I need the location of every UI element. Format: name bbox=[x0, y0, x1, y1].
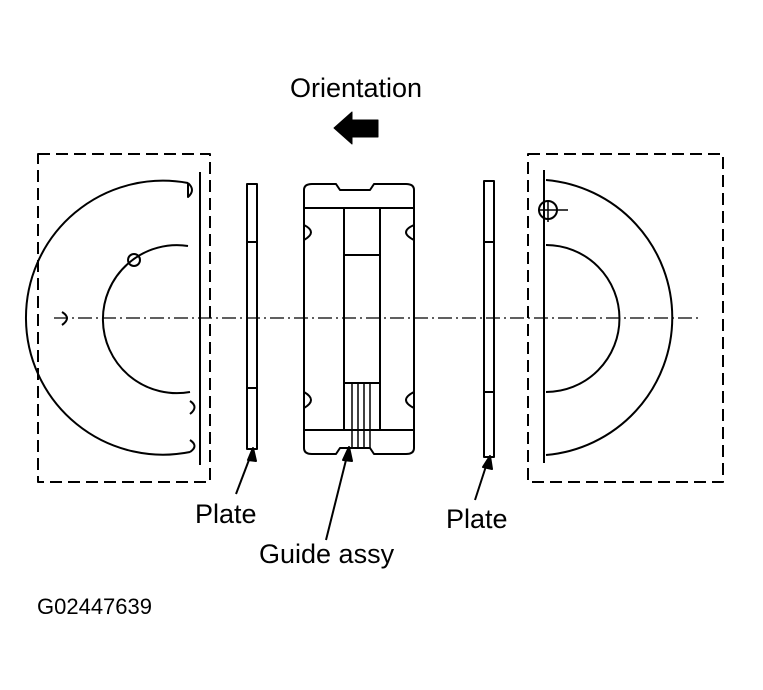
plate-right-label: Plate bbox=[446, 504, 508, 534]
arrow-left-icon bbox=[333, 111, 379, 145]
guide-assy-part bbox=[303, 183, 415, 455]
plate-left-label: Plate bbox=[195, 499, 257, 529]
figure-code: G02447639 bbox=[37, 594, 152, 619]
right-half-disc bbox=[538, 170, 674, 463]
plate-left-part bbox=[246, 183, 258, 450]
orientation-label: Orientation bbox=[290, 73, 423, 103]
guide-assy-label: Guide assy bbox=[259, 539, 395, 569]
plate-right-part bbox=[483, 180, 495, 458]
leader-lines bbox=[235, 446, 493, 541]
